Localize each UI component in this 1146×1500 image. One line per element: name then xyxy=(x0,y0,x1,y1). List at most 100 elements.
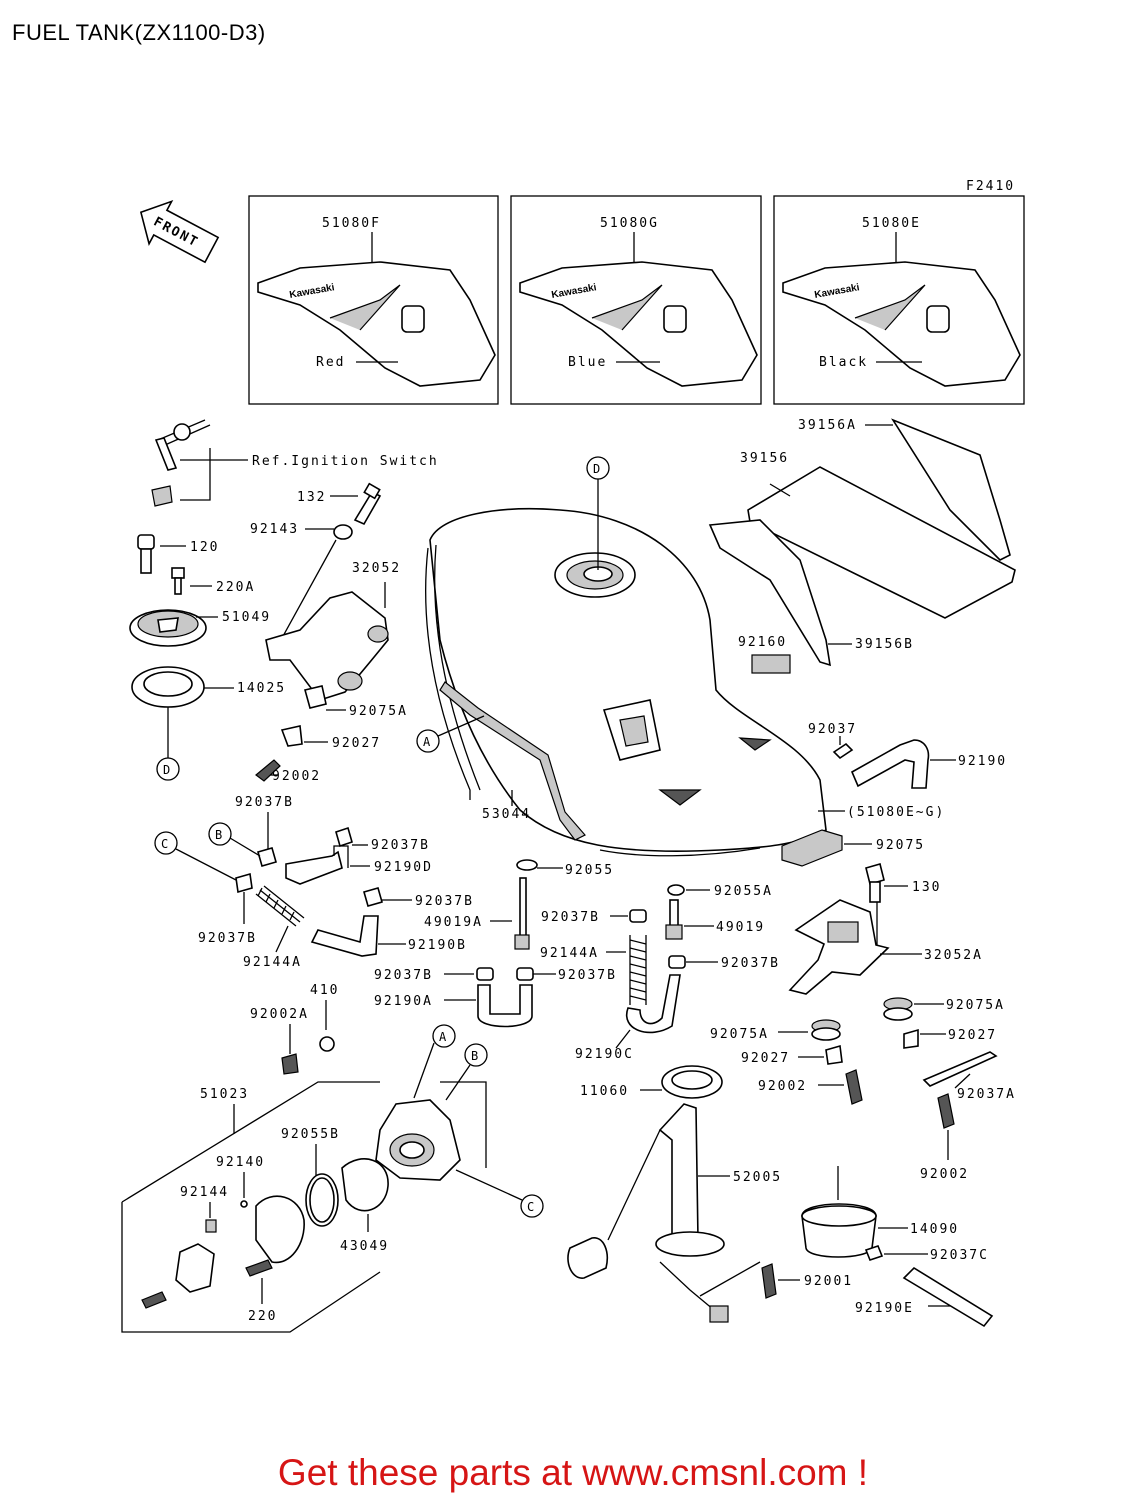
label-92144A: 92144A xyxy=(540,946,599,961)
pump-cover xyxy=(255,1195,305,1264)
label-49019A: 49019A xyxy=(424,915,483,930)
bracket-32052A xyxy=(788,899,890,995)
bolt-92002 xyxy=(845,1069,863,1105)
label-92002: 92002 xyxy=(920,1167,969,1182)
clip-92037B xyxy=(235,872,253,894)
variant-part: 51080G xyxy=(600,216,659,231)
label-14090: 14090 xyxy=(910,1222,959,1237)
figure-code: F2410 xyxy=(966,179,1015,194)
label-39156: 39156 xyxy=(740,451,789,466)
bolt xyxy=(141,1291,167,1309)
label-32052A: 32052A xyxy=(924,948,983,963)
bolt-92001 xyxy=(761,1263,777,1299)
label-92055: 92055 xyxy=(565,863,614,878)
damper-92075 xyxy=(781,829,843,867)
label-130: 130 xyxy=(912,880,941,895)
callout-letter: C xyxy=(161,837,168,851)
pump-body xyxy=(175,1243,215,1293)
bolt-92002 xyxy=(937,1093,955,1129)
clip-92037B xyxy=(363,887,383,907)
hose-92190C xyxy=(625,974,681,1034)
label-92075A: 92075A xyxy=(349,704,408,719)
label-92027: 92027 xyxy=(948,1028,997,1043)
label-92037B: 92037B xyxy=(721,956,780,971)
spring-92144A xyxy=(255,885,305,927)
label-52005: 52005 xyxy=(733,1170,782,1185)
callout-a-tank: A xyxy=(416,715,485,753)
bolt-132 xyxy=(353,482,382,526)
variant-part: 51080F xyxy=(322,216,381,231)
clip-92037B xyxy=(257,847,277,867)
label-92037B: 92037B xyxy=(198,931,257,946)
label-220A: 220A xyxy=(216,580,255,595)
callout-c-pump: C xyxy=(455,1169,544,1218)
label-92037B: 92037B xyxy=(558,968,617,983)
label-92037C: 92037C xyxy=(930,1248,989,1263)
decal-92160 xyxy=(751,654,791,674)
label-11060: 11060 xyxy=(580,1084,629,1099)
label-51080EG: (51080E~G) xyxy=(847,805,945,820)
collar-92027 xyxy=(903,1028,919,1049)
label-92002A: 92002A xyxy=(250,1007,309,1022)
o-ring-92055A xyxy=(667,884,685,896)
label-39156B: 39156B xyxy=(855,637,914,652)
callout-a-pump: A xyxy=(413,1024,456,1099)
variant-color-label: Black xyxy=(819,355,868,370)
variant-part: 51080E xyxy=(862,216,921,231)
nut-410 xyxy=(319,1036,335,1052)
callout-letter: A xyxy=(439,1030,447,1044)
spring-92144 xyxy=(205,1219,217,1233)
plate-92037A xyxy=(922,1051,998,1087)
variant-color-label: Red xyxy=(316,355,345,370)
label-32052: 32052 xyxy=(352,561,401,576)
label-92143: 92143 xyxy=(250,522,299,537)
label-92002: 92002 xyxy=(758,1079,807,1094)
bolt-220 xyxy=(245,1259,273,1277)
hose-92190D xyxy=(285,850,343,885)
ref-note: Ref.Ignition Switch xyxy=(252,454,439,469)
o-ring-92055 xyxy=(516,859,538,871)
label-92037: 92037 xyxy=(808,722,857,737)
label-92027: 92027 xyxy=(741,1051,790,1066)
callout-letter: D xyxy=(163,763,170,777)
label-220: 220 xyxy=(248,1309,277,1324)
callout-letter: B xyxy=(215,828,222,842)
pin-92140 xyxy=(240,1200,248,1208)
callout-d-top: D xyxy=(586,456,610,570)
fuel-tank xyxy=(424,507,827,857)
label-92055A: 92055A xyxy=(714,884,773,899)
collar-92027 xyxy=(825,1044,843,1065)
hose-92190E xyxy=(902,1266,994,1328)
clip-92037B xyxy=(476,967,494,981)
label-92144: 92144 xyxy=(180,1185,229,1200)
bolt-92002 xyxy=(255,759,281,782)
seal-strip xyxy=(439,681,586,841)
pad-39156B xyxy=(708,519,831,667)
callout-d-left: D xyxy=(156,757,180,781)
label-92037B: 92037B xyxy=(541,910,600,925)
washer-92143 xyxy=(333,524,353,540)
hose-92190B xyxy=(310,915,379,957)
label-14025: 14025 xyxy=(237,681,286,696)
bolt-120 xyxy=(137,534,155,574)
footer-link[interactable]: Get these parts at www.cmsnl.com ! xyxy=(277,1452,869,1493)
label-92037B: 92037B xyxy=(371,838,430,853)
label-92001: 92001 xyxy=(804,1274,853,1289)
pad-39156A xyxy=(890,418,1011,561)
label-39156A: 39156A xyxy=(798,418,857,433)
callout-letter: A xyxy=(423,735,431,749)
fuel-sender-52005 xyxy=(658,1103,699,1251)
label-49019: 49019 xyxy=(716,920,765,935)
hose-92190 xyxy=(850,739,930,789)
float xyxy=(567,1237,608,1279)
label-92037B: 92037B xyxy=(235,795,294,810)
label-51023: 51023 xyxy=(200,1087,249,1102)
ring-14025 xyxy=(131,666,205,708)
label-92160: 92160 xyxy=(738,635,787,650)
cap-51049 xyxy=(129,609,207,647)
pipe-49019A xyxy=(519,877,527,939)
variant-color-label: Blue xyxy=(568,355,607,370)
label-92075: 92075 xyxy=(876,838,925,853)
label-92037B: 92037B xyxy=(374,968,433,983)
